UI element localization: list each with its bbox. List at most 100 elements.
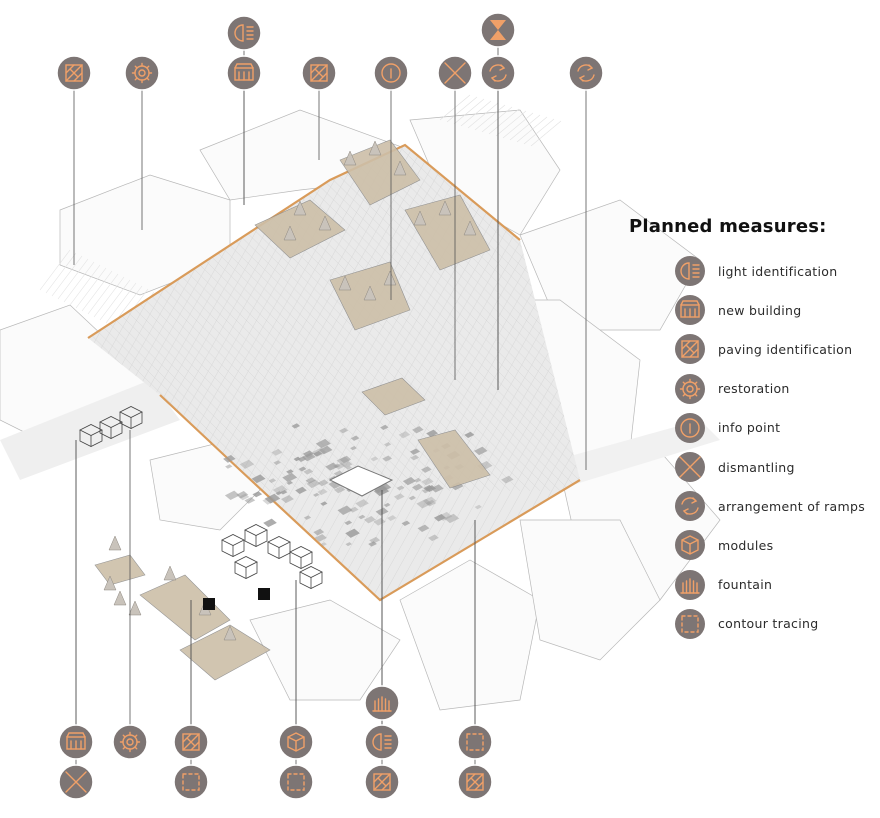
top-marker-info bbox=[373, 55, 409, 91]
green-patch bbox=[179, 624, 271, 681]
modules-icon bbox=[675, 530, 705, 561]
legend-item-modules: modules bbox=[674, 530, 773, 561]
legend-label: fountain bbox=[718, 577, 773, 593]
light-icon bbox=[372, 733, 392, 751]
bottom-marker-contour bbox=[457, 724, 493, 760]
paving-icon bbox=[373, 773, 391, 791]
legend-item-building: new building bbox=[674, 295, 802, 326]
bottom-marker-fountain bbox=[364, 685, 400, 721]
legend-label: light identification bbox=[718, 263, 838, 279]
module-cube bbox=[119, 406, 143, 429]
marker-disc bbox=[568, 55, 604, 91]
legend-label: arrangement of ramps bbox=[718, 498, 866, 514]
legend-item-fountain: fountain bbox=[674, 569, 773, 600]
legend-item-ramps: arrangement of ramps bbox=[674, 491, 866, 522]
marker-disc bbox=[457, 724, 493, 760]
tree bbox=[383, 270, 397, 286]
light-icon bbox=[675, 256, 705, 286]
tree bbox=[113, 590, 127, 606]
legend-item-paving: paving identification bbox=[674, 334, 852, 365]
module-cube bbox=[289, 546, 313, 569]
square-edge-south bbox=[159, 394, 581, 602]
dismantle-icon bbox=[675, 452, 705, 482]
module-cube bbox=[234, 556, 258, 579]
module-cube bbox=[221, 534, 245, 557]
marker-disc bbox=[278, 764, 314, 800]
fountain-icon bbox=[675, 569, 705, 600]
building-icon bbox=[675, 295, 705, 326]
top-marker-ramps bbox=[568, 55, 604, 91]
tree bbox=[413, 210, 427, 226]
legend-label: contour tracing bbox=[718, 616, 819, 632]
bottom-marker-building bbox=[58, 724, 94, 760]
legend-item-info: info point bbox=[674, 412, 781, 443]
tree bbox=[318, 215, 332, 231]
contour-icon bbox=[182, 773, 200, 791]
paving-identification-tiles bbox=[223, 423, 514, 547]
marker-disc bbox=[364, 724, 400, 760]
street-band bbox=[0, 380, 180, 480]
restoration-icon bbox=[131, 62, 153, 84]
bottom-marker-dismantle bbox=[58, 764, 94, 800]
tree bbox=[343, 150, 357, 166]
tree bbox=[103, 575, 117, 591]
building-icon bbox=[66, 732, 86, 750]
paving-icon bbox=[182, 733, 200, 751]
legend-item-light: light identification bbox=[674, 256, 838, 286]
modules-icon bbox=[287, 732, 305, 752]
module-cube bbox=[79, 424, 103, 447]
marker-disc bbox=[173, 764, 209, 800]
top-marker-restoration bbox=[124, 55, 160, 91]
bottom-marker-paving bbox=[457, 764, 493, 800]
city-block bbox=[519, 519, 661, 661]
green-patch bbox=[417, 429, 491, 489]
green-patch bbox=[361, 377, 426, 416]
contour-icon bbox=[287, 773, 305, 791]
ramps-icon bbox=[489, 64, 507, 82]
paving-icon bbox=[675, 334, 705, 365]
contour-icon bbox=[466, 733, 484, 751]
tree bbox=[108, 535, 122, 551]
city-block bbox=[399, 559, 541, 711]
module-cube bbox=[99, 416, 123, 439]
restoration-icon bbox=[119, 731, 141, 753]
tree bbox=[128, 600, 142, 616]
bottom-marker-contour bbox=[173, 764, 209, 800]
fountain-icon bbox=[372, 696, 392, 712]
paving-icon bbox=[65, 64, 83, 82]
modules bbox=[79, 406, 323, 589]
top-marker-hourglass bbox=[480, 12, 516, 48]
restoration-icon bbox=[675, 373, 705, 404]
legend-label: info point bbox=[718, 420, 781, 436]
top-marker-paving bbox=[301, 55, 337, 91]
dark-module bbox=[258, 588, 270, 600]
tree bbox=[463, 220, 477, 236]
bottom-marker-paving bbox=[364, 764, 400, 800]
bottom-marker-restoration bbox=[112, 724, 148, 760]
dismantle-icon bbox=[65, 771, 87, 793]
legend-label: dismantling bbox=[718, 459, 795, 475]
info-icon bbox=[675, 412, 705, 443]
info-icon bbox=[381, 63, 401, 83]
dismantle-icon bbox=[444, 62, 466, 84]
fountain-basin bbox=[328, 465, 394, 497]
city-block bbox=[249, 599, 401, 701]
top-marker-ramps bbox=[480, 55, 516, 91]
paving-icon bbox=[310, 64, 328, 82]
bottom-marker-light bbox=[364, 724, 400, 760]
legend-label: new building bbox=[718, 302, 802, 318]
green-patch bbox=[139, 574, 231, 641]
leader-lines bbox=[73, 47, 587, 765]
legend-item-dismantle: dismantling bbox=[674, 452, 795, 482]
tree bbox=[368, 140, 382, 156]
legend-label: restoration bbox=[718, 381, 790, 397]
tree bbox=[393, 160, 407, 176]
contour-icon bbox=[675, 608, 705, 639]
marker-disc bbox=[480, 55, 516, 91]
bottom-marker-contour bbox=[278, 764, 314, 800]
green-patch bbox=[404, 194, 491, 271]
paving-icon bbox=[466, 773, 484, 791]
module-cube bbox=[267, 536, 291, 559]
